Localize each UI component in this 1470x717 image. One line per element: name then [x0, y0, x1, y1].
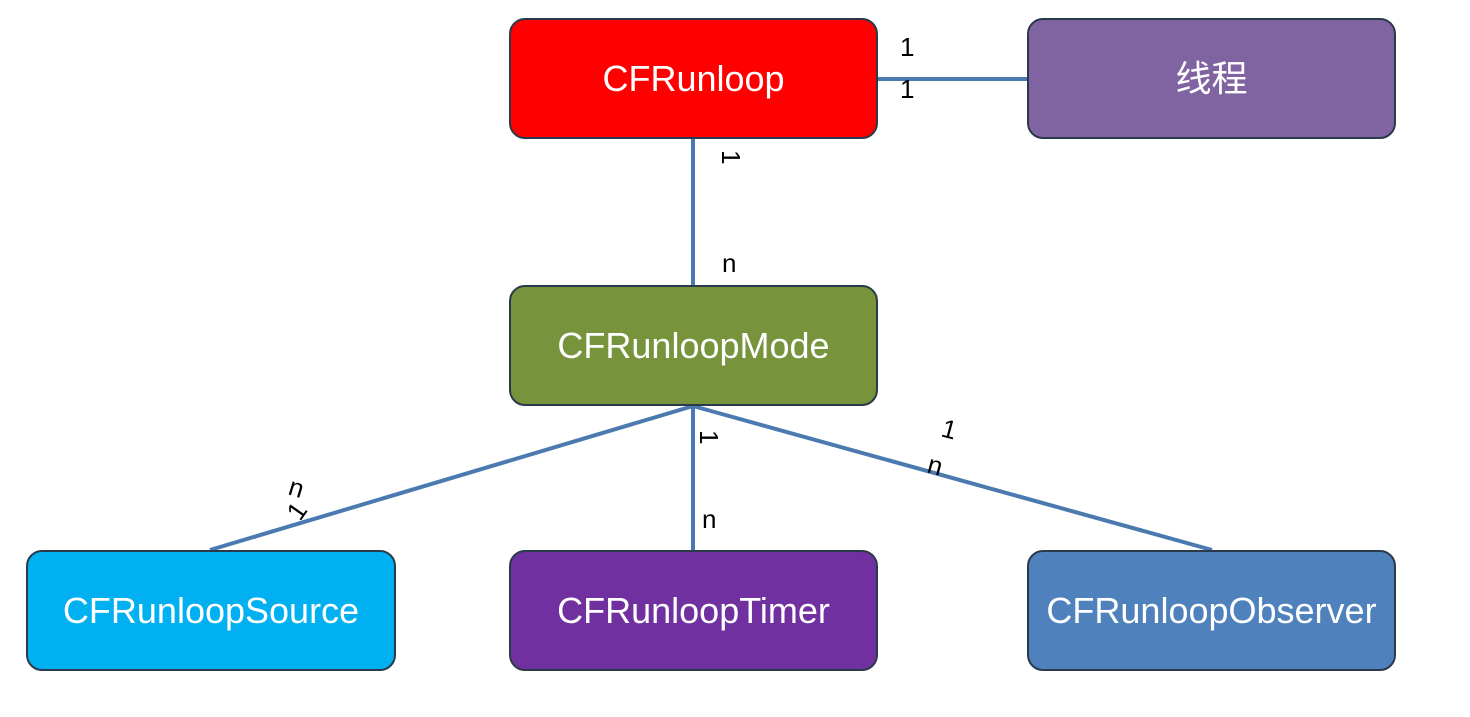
edge-mode-observer — [692, 404, 1213, 552]
node-cfrunlooptimer: CFRunloopTimer — [509, 550, 878, 671]
label-runloop-mode-a: 1 — [716, 150, 746, 164]
label-runloop-thread-b: 1 — [900, 74, 914, 104]
edge-mode-source — [209, 404, 694, 552]
label-mode-timer-a: 1 — [694, 430, 724, 444]
label-mode-observer-a: 1 — [938, 413, 960, 446]
node-cfrunloopmode: CFRunloopMode — [509, 285, 878, 406]
label-runloop-mode-b: n — [722, 248, 736, 278]
label-mode-timer-b: n — [702, 504, 716, 534]
node-cfrunloopsource: CFRunloopSource — [26, 550, 396, 671]
node-cfrunloop: CFRunloop — [509, 18, 878, 139]
label-runloop-thread-a: 1 — [900, 32, 914, 62]
node-thread: 线程 — [1027, 18, 1396, 139]
node-cfrunloopobserver: CFRunloopObserver — [1027, 550, 1396, 671]
